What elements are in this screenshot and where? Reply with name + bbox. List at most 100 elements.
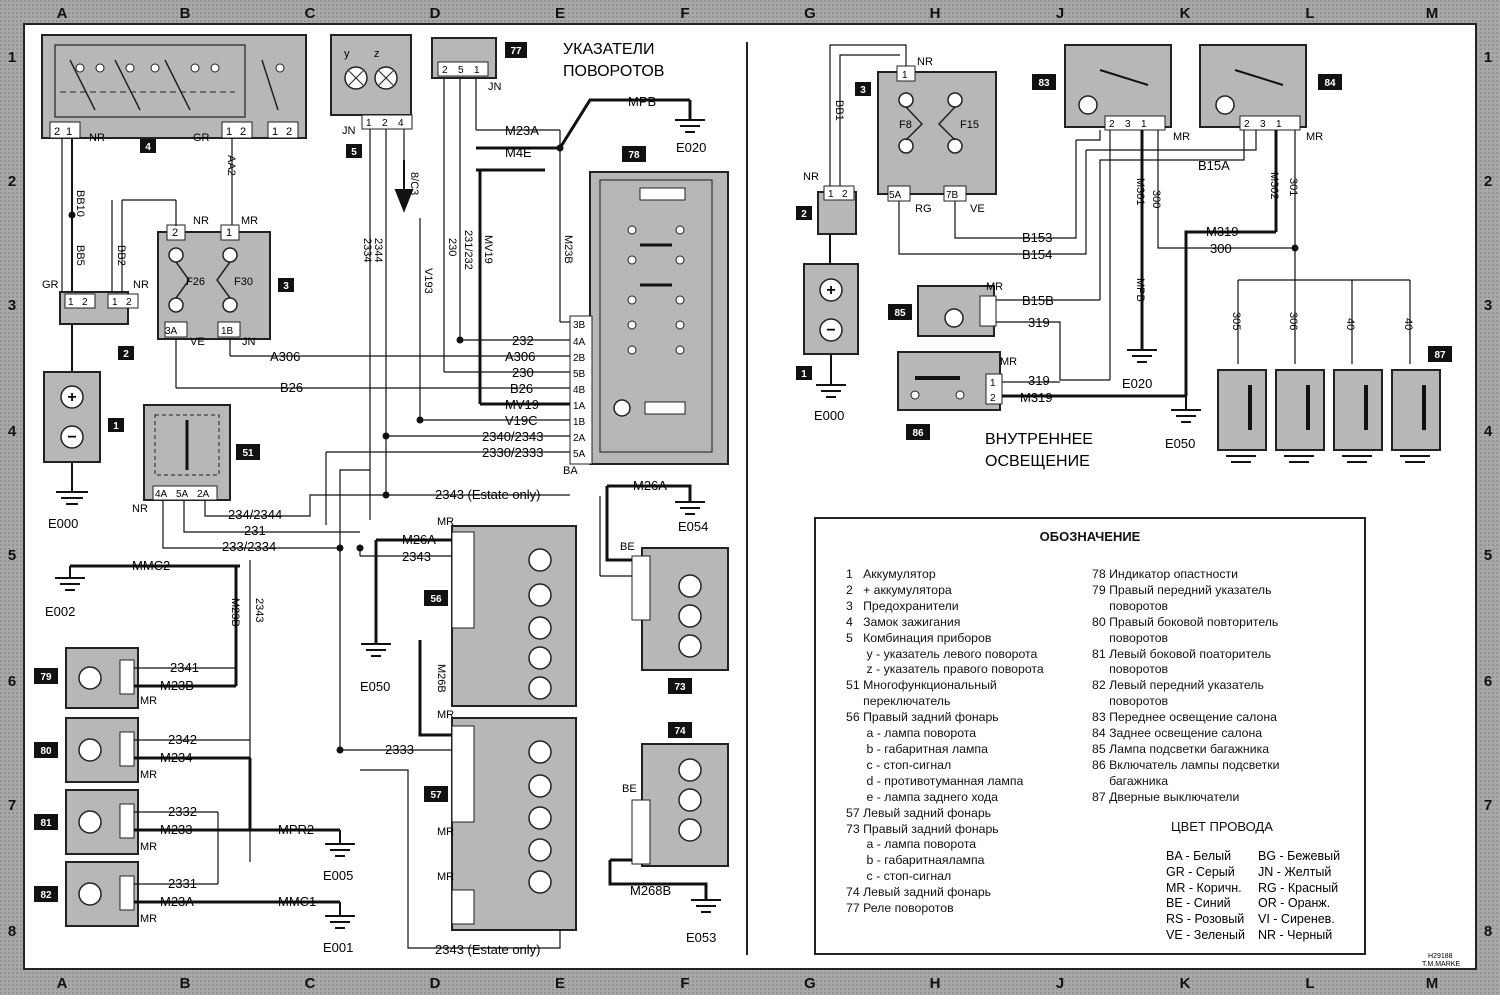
legend-item: переключатель xyxy=(846,694,951,709)
column-label: J xyxy=(1056,5,1064,22)
fuses-number-box xyxy=(278,278,294,292)
column-label: H xyxy=(930,975,941,992)
thick-wires-left xyxy=(476,98,692,406)
row-label: 3 xyxy=(8,297,16,314)
drawing-author: T.M.MARKE xyxy=(1422,961,1460,968)
svg-text:+: + xyxy=(826,282,835,299)
legend-item: 57 Левый задний фонарь xyxy=(846,805,992,820)
battery-plus-right-number: 2 xyxy=(801,209,807,220)
battery-plus-right-number-box xyxy=(796,206,812,220)
legend-item: 86 Включатель лампы подсветки xyxy=(1092,757,1280,772)
wire-color-mr-79: MR xyxy=(140,695,157,707)
svg-text:+: + xyxy=(67,389,76,406)
boot-switch-number: 86 xyxy=(912,428,924,439)
wire-label-mv19: MV19 xyxy=(482,235,494,264)
wire-color-entry: GR - Серый xyxy=(1166,864,1235,879)
column-label: A xyxy=(57,5,68,22)
column-label: C xyxy=(305,5,316,22)
svg-text:−: − xyxy=(67,429,76,446)
wire-label-319-a: 319 xyxy=(1028,315,1050,330)
column-label: M xyxy=(1426,5,1439,22)
wire-label-b153: B153 xyxy=(1022,230,1052,245)
wire-label-m26b: M26B xyxy=(435,664,447,693)
door-switch-bus xyxy=(1237,279,1411,364)
wire-label-2343-estate: 2343 (Estate only) xyxy=(435,942,541,957)
ground-e054: E054 xyxy=(678,519,708,534)
wire-color-nr-r2: NR xyxy=(803,171,819,183)
legend-item: 5 Комбинация приборов xyxy=(846,630,992,645)
indicator-color-labels: MR MR MR MR xyxy=(140,695,157,925)
legend-item: 2 + аккумулятора xyxy=(846,582,952,597)
wire-label-2344: 2344 xyxy=(372,238,384,262)
wire-label-m26a: M26A xyxy=(402,532,436,547)
multiswitch-number: 51 xyxy=(242,448,254,459)
wire-color-ve-r: VE xyxy=(970,203,985,215)
wire-label-m23b: M23B xyxy=(229,598,241,627)
wire-label-v19c: V19C xyxy=(505,413,538,428)
wire-color-mr-81: MR xyxy=(140,841,157,853)
svg-text:−: − xyxy=(826,322,835,339)
pin-1b-fuse: 1B xyxy=(221,326,234,337)
pin-5a-right: 5A xyxy=(889,190,902,201)
column-label: K xyxy=(1180,5,1191,22)
rear-light-number-box xyxy=(1318,74,1342,90)
row-label: 3 xyxy=(1484,297,1492,314)
wire-label-232: 232 xyxy=(512,333,534,348)
row-label: 7 xyxy=(8,797,16,814)
wire-color-gr-1: GR xyxy=(193,132,210,144)
multifunction-switch xyxy=(143,404,231,501)
battery-number: 1 xyxy=(113,421,119,432)
wire-label-2334: 2334 xyxy=(361,238,373,262)
legend-item: 80 Правый боковой повторитель xyxy=(1092,614,1279,629)
pin-5a: 5A xyxy=(573,449,586,460)
svg-text:1: 1 xyxy=(112,297,118,308)
wire-color-nr-1: NR xyxy=(89,132,105,144)
wire-label-m319-top: M319 xyxy=(1206,224,1239,239)
wire-color-nr-51: NR xyxy=(132,503,148,515)
wire-label-8c3: 8/C3 xyxy=(408,172,420,195)
pin-4b: 4B xyxy=(573,385,586,396)
relay-number: 77 xyxy=(510,46,522,57)
wire-color-mr-2: MR xyxy=(241,215,258,227)
wire-label-m26a-73: M26A xyxy=(633,478,667,493)
wire-color-entry: OR - Оранж. xyxy=(1258,896,1331,911)
fuse-label-f30: F30 xyxy=(234,276,253,288)
row-label: 4 xyxy=(1484,423,1493,440)
boot-lamp-number: 85 xyxy=(894,308,906,319)
wire-label-mpr2: MPR2 xyxy=(278,822,314,837)
wire-label-aa2: AA2 xyxy=(225,155,237,176)
rear-right-56-number-box xyxy=(424,590,448,606)
wire-label-234-2344: 234/2344 xyxy=(228,507,282,522)
label-z: z xyxy=(374,48,380,60)
fuses-right-number: 3 xyxy=(860,85,866,96)
legend-item: 77 Реле поворотов xyxy=(846,901,954,916)
row-label: 2 xyxy=(8,173,16,190)
rear-right-lamp-56 xyxy=(451,525,577,707)
pin-1a: 1A xyxy=(573,401,586,412)
wire-color-mr-84: MR xyxy=(1306,131,1323,143)
front-light-number-box xyxy=(1032,74,1056,90)
rear-wire-labels: M26A 2343 2333 E050 2343 (Estate only) xyxy=(360,532,541,957)
wire-label-230b: 230 xyxy=(512,365,534,380)
wire-color-mr-82: MR xyxy=(140,913,157,925)
legend-item: 74 Левый задний фонарь xyxy=(846,885,992,900)
wire-label-m268b: M268B xyxy=(630,883,671,898)
side-left-number: 81 xyxy=(40,818,52,829)
svg-text:2: 2 xyxy=(1244,119,1250,130)
row-label: 1 xyxy=(1484,49,1492,66)
legend-item: поворотов xyxy=(1092,662,1169,677)
rear-lamp-wire-labels: M26A E054 M268B E053 xyxy=(630,478,716,945)
wire-label-mmc1: MMC1 xyxy=(278,894,316,909)
wire-color-jn-2: JN xyxy=(242,336,256,348)
wire-label-2333: 2333 xyxy=(385,742,414,757)
